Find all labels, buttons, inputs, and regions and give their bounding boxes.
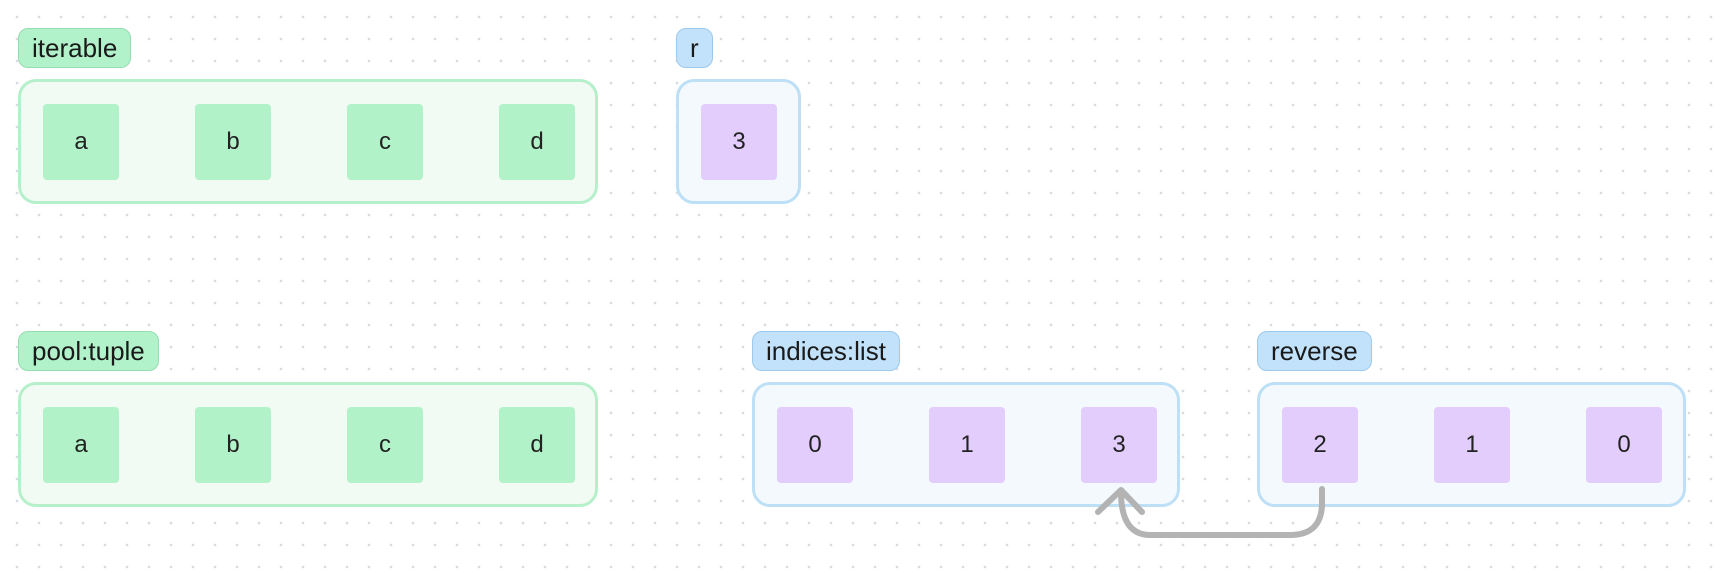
indices-item: 3 [1081,407,1157,483]
reverse-container: 2 1 0 [1257,382,1686,507]
reverse-item: 1 [1434,407,1510,483]
pool-container: a b c d [18,382,598,507]
pool-item: d [499,407,575,483]
iterable-item: a [43,104,119,180]
indices-item: 1 [929,407,1005,483]
pool-item: c [347,407,423,483]
reverse-label: reverse [1257,331,1372,371]
iterable-item: d [499,104,575,180]
indices-label: indices:list [752,331,900,371]
pool-item: a [43,407,119,483]
arrow-head [1095,487,1145,515]
r-label: r [676,28,713,68]
iterable-item: c [347,104,423,180]
indices-container: 0 1 3 [752,382,1180,507]
iterable-item: b [195,104,271,180]
indices-item: 0 [777,407,853,483]
pool-label: pool:tuple [18,331,159,371]
arrow-path [1118,486,1325,538]
iterable-label: iterable [18,28,132,68]
iterable-container: a b c d [18,79,598,204]
reverse-item: 0 [1586,407,1662,483]
reverse-item: 2 [1282,407,1358,483]
pool-item: b [195,407,271,483]
r-item: 3 [701,104,777,180]
r-container: 3 [676,79,801,204]
